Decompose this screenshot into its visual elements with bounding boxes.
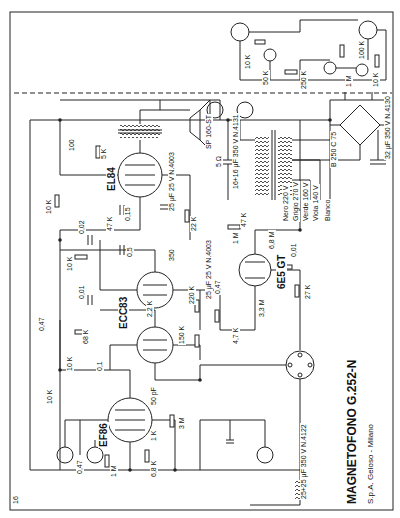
- component-value: 0,02: [78, 219, 86, 235]
- component-value: Verde 160 V: [302, 181, 310, 222]
- component-value: 150 K: [178, 325, 186, 345]
- component-value: 10 K: [45, 199, 53, 215]
- component-value: B 250 C 75: [330, 131, 338, 168]
- component-value: 0,47: [38, 316, 46, 332]
- component-value: 220 K: [188, 285, 196, 305]
- tube-name: 6E5 GT: [276, 254, 287, 290]
- component-value: 10 K: [372, 72, 380, 88]
- component-value: 6,8 M: [268, 230, 276, 250]
- component-value: 1 M: [232, 231, 240, 245]
- component-value: 10 K: [66, 356, 74, 372]
- component-value: 0,47: [214, 279, 222, 295]
- component-value: 100 K: [358, 40, 366, 60]
- component-value: 25 μF 25 V N.4003: [205, 239, 213, 300]
- component-value: 6,8 K: [150, 460, 158, 478]
- title: MAGNETOFONO G.252-N: [346, 359, 359, 505]
- component-value: 1 M: [345, 74, 353, 88]
- component-value: 0,5: [126, 246, 134, 258]
- component-value: 50 pF: [150, 386, 158, 406]
- component-value: 2,2 K: [146, 300, 154, 318]
- component-value: 16+16 μF 350 V N.4131: [232, 113, 240, 190]
- component-value: 16: [12, 495, 20, 505]
- component-value: 1 K: [150, 429, 158, 442]
- component-value: 47 K: [240, 212, 248, 228]
- component-value: 100: [68, 138, 76, 152]
- component-value: 47 K: [106, 216, 114, 232]
- component-value: 27 K: [304, 284, 312, 300]
- component-value: 10 K: [244, 54, 252, 70]
- component-value: 3 M: [178, 416, 186, 430]
- component-value: 10 K: [46, 389, 54, 405]
- component-value: 3,3 M: [258, 298, 266, 318]
- component-value: 1 M: [110, 464, 118, 478]
- component-value: 50 K: [262, 70, 270, 86]
- component-value: 25 μF 25 V N.4003: [168, 151, 176, 212]
- component-value: 0,47: [76, 459, 84, 475]
- component-value: 25+25 μF 350 V N.4122: [300, 423, 308, 500]
- component-value: 0,1: [96, 360, 104, 372]
- component-value: 22 K: [190, 216, 198, 232]
- component-value: 10 K: [66, 256, 74, 272]
- tube-name: ECC83: [118, 296, 129, 330]
- component-value: 68 K: [82, 329, 90, 345]
- component-value: 0,15: [124, 206, 132, 222]
- component-value: 0,01: [290, 242, 298, 258]
- component-value: Nero 220 V: [282, 185, 290, 222]
- component-value: 250 K: [300, 70, 308, 90]
- component-value: Grigio 270 V: [292, 181, 300, 222]
- component-value: 5 K: [100, 147, 108, 160]
- component-value: Viola 140 V: [312, 184, 320, 222]
- component-value: 5 Ω: [215, 155, 223, 168]
- component-value: Bianco: [324, 199, 332, 222]
- component-value: 4,7 K: [232, 327, 240, 345]
- caption: S.p.A. Geloso - Milano: [366, 423, 375, 505]
- component-value: SP 160-ST: [205, 114, 213, 150]
- component-value: 350: [168, 248, 176, 262]
- component-value: 0,01: [78, 284, 86, 300]
- tube-name: EL84: [106, 166, 117, 192]
- component-value: 32 μF 350 V N.4130: [384, 95, 392, 160]
- tube-name: EF86: [98, 422, 109, 448]
